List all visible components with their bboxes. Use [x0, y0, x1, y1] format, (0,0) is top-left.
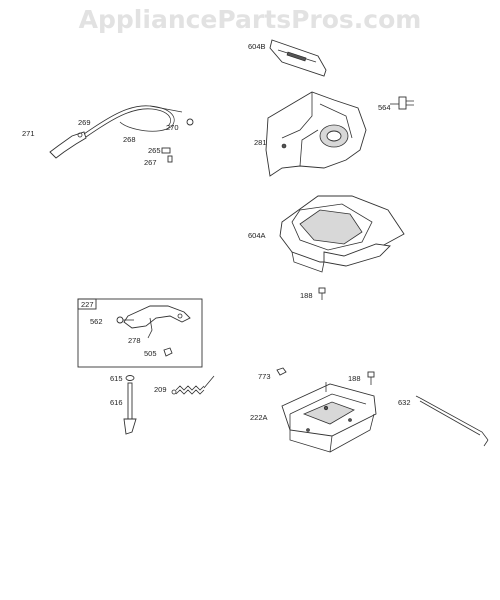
part-270-nut [186, 118, 194, 126]
part-267-screw [167, 155, 173, 163]
part-271-throttle-lever [49, 131, 87, 159]
label-632: 632 [398, 398, 411, 407]
label-209: 209 [154, 385, 167, 394]
label-564: 564 [378, 103, 391, 112]
label-265: 265 [148, 146, 161, 155]
label-270: 270 [166, 123, 179, 132]
part-188-screw-upper [318, 287, 326, 300]
label-188-lower: 188 [348, 374, 361, 383]
label-271: 271 [22, 129, 35, 138]
watermark-text: AppliancePartsPros.com [79, 5, 422, 34]
label-616: 616 [110, 398, 123, 407]
part-281-blower-housing [265, 91, 367, 177]
label-562: 562 [90, 317, 103, 326]
label-268: 268 [123, 135, 136, 144]
part-615-washer [125, 375, 135, 381]
part-188-screw-lower [367, 371, 375, 385]
label-505: 505 [144, 349, 157, 358]
kit-227-box [77, 298, 203, 368]
part-265-clamp [161, 147, 171, 154]
part-604a-cover [279, 195, 405, 273]
part-604b-plate [269, 39, 327, 77]
part-773-nut [276, 367, 287, 376]
part-209-spring [171, 375, 215, 395]
part-222a-bracket-base [281, 382, 377, 453]
label-604a: 604A [248, 231, 266, 240]
part-632-link-rod [415, 395, 489, 447]
part-616-governor-shaft [123, 382, 137, 435]
label-604b: 604B [248, 42, 266, 51]
label-188-upper: 188 [300, 291, 313, 300]
label-222a: 222A [250, 413, 268, 422]
label-227: 227 [81, 300, 94, 309]
part-562-bolt [116, 316, 134, 324]
label-267: 267 [144, 158, 157, 167]
part-278-governor-lever [123, 305, 191, 339]
label-269: 269 [78, 118, 91, 127]
part-564-screw [390, 96, 414, 110]
label-773: 773 [258, 372, 271, 381]
label-615: 615 [110, 374, 123, 383]
label-281: 281 [254, 138, 267, 147]
part-505-nut [163, 347, 173, 357]
label-278: 278 [128, 336, 141, 345]
part-268-throttle-cable [83, 105, 183, 138]
